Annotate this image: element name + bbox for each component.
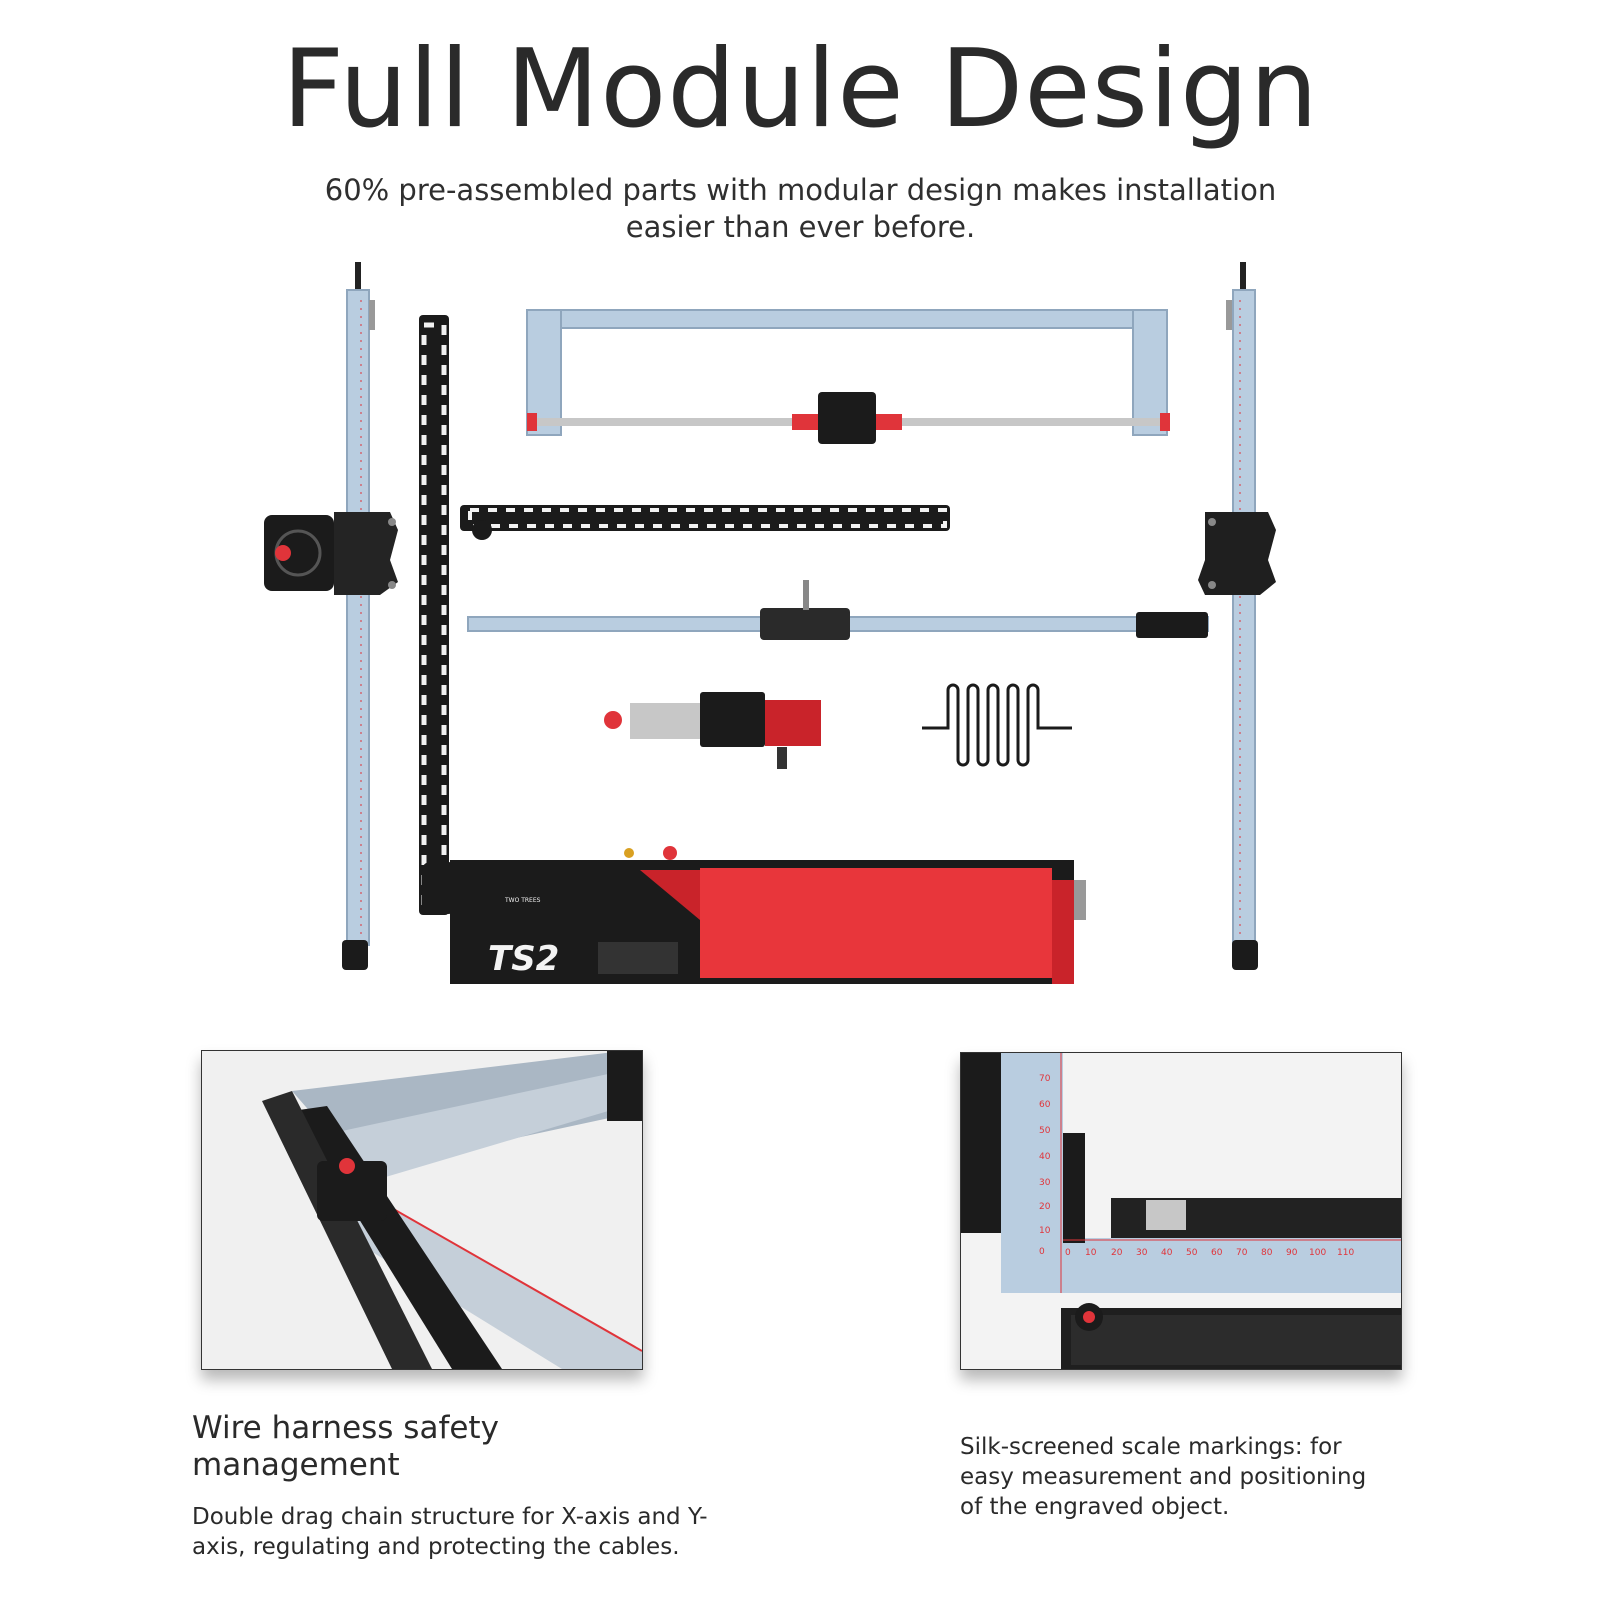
- left-y-axis-rail: [342, 262, 375, 970]
- x-axis-frame: [526, 309, 1170, 444]
- scale-tick: 20: [1111, 1248, 1123, 1258]
- drag-chain-photo-art: [202, 1051, 642, 1369]
- cable-spiral: [922, 683, 1072, 767]
- horizontal-drag-chain: [460, 505, 950, 540]
- scale-tick: 10: [1039, 1226, 1051, 1236]
- scale-tick: 50: [1039, 1126, 1051, 1136]
- feature-desc-scale-markings: Silk-screened scale markings: for easy m…: [960, 1434, 1367, 1520]
- feature-title-wire-harness: Wire harness safety management: [192, 1410, 499, 1483]
- scale-tick: 110: [1337, 1248, 1354, 1258]
- base-control-box: TWO TREES TS2: [450, 846, 1086, 984]
- page-subtitle: 60% pre-assembled parts with modular des…: [324, 173, 1277, 244]
- scale-tick: 0: [1065, 1248, 1071, 1258]
- vertical-scale-ticks: 70 60 50 40 30 20 10 0: [1039, 1074, 1051, 1257]
- feature-desc-wire-harness: Double drag chain structure for X-axis a…: [192, 1504, 708, 1560]
- scale-tick: 60: [1211, 1248, 1223, 1258]
- right-y-axis-carriage: [1198, 512, 1276, 595]
- vertical-drag-chain: [419, 315, 456, 915]
- scale-tick: 100: [1309, 1248, 1326, 1258]
- scale-tick: 40: [1161, 1248, 1173, 1258]
- brand-label: TWO TREES: [504, 897, 541, 904]
- scale-tick: 10: [1085, 1248, 1097, 1258]
- scale-markings-photo: 70 60 50 40 30 20 10 0 0 10 20 30 40 50 …: [960, 1052, 1402, 1370]
- gantry-x-rail: [467, 580, 1209, 640]
- scale-tick: 70: [1236, 1248, 1248, 1258]
- horizontal-scale-ticks: 0 10 20 30 40 50 60 70 80 90 100 110: [1065, 1248, 1354, 1258]
- exploded-parts-illustration: TWO TREES TS2: [264, 262, 1276, 984]
- scale-tick: 90: [1286, 1248, 1298, 1258]
- scale-tick: 40: [1039, 1152, 1051, 1162]
- right-y-axis-rail: [1226, 262, 1258, 970]
- laser-module: [604, 692, 821, 769]
- scale-tick: 50: [1186, 1248, 1198, 1258]
- scale-tick: 60: [1039, 1100, 1051, 1110]
- scale-tick: 70: [1039, 1074, 1051, 1084]
- left-y-axis-carriage: [264, 512, 398, 595]
- scale-tick: 30: [1136, 1248, 1148, 1258]
- scale-tick: 0: [1039, 1247, 1045, 1257]
- model-label: TS2: [488, 939, 559, 979]
- scale-markings-photo-art: 70 60 50 40 30 20 10 0 0 10 20 30 40 50 …: [961, 1053, 1401, 1369]
- scale-tick: 30: [1039, 1178, 1051, 1188]
- scale-tick: 20: [1039, 1202, 1051, 1212]
- drag-chain-photo: [201, 1050, 643, 1370]
- page-title: Full Module Design: [282, 27, 1319, 152]
- scale-tick: 80: [1261, 1248, 1273, 1258]
